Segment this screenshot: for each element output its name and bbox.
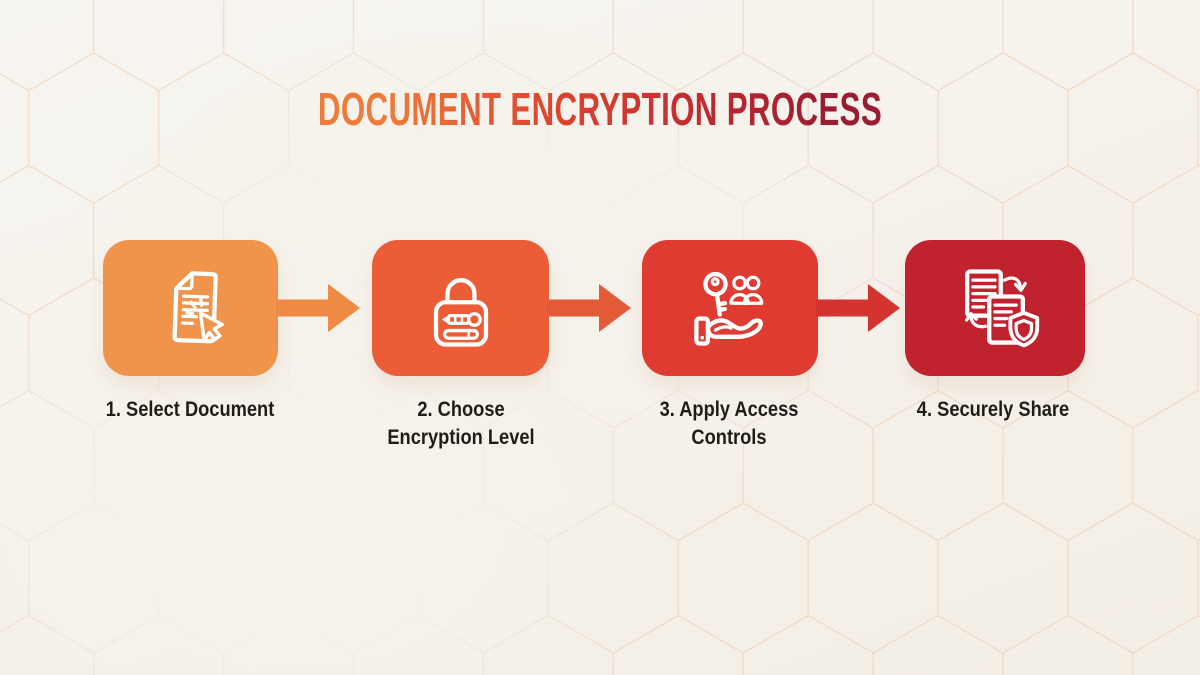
step-label-apply-access: 3. Apply Access Controls <box>659 397 799 450</box>
step-box-select-document <box>103 240 278 376</box>
step-label-securely-share: 4. Securely Share <box>916 397 1070 421</box>
hand-key-access-icon <box>694 271 764 346</box>
step-box-securely-share <box>905 240 1085 376</box>
share-shield-icon <box>965 269 1040 348</box>
flow-arrow-2 <box>547 284 631 332</box>
step-label-select-document: 1. Select Document <box>105 397 275 421</box>
step-box-apply-access <box>642 240 818 376</box>
flow-arrow-3 <box>816 284 900 332</box>
step-label-choose-encryption: 2. Choose Encryption Level <box>387 397 535 450</box>
document-cursor-icon <box>171 271 224 344</box>
step-box-choose-encryption <box>372 240 549 376</box>
page-title: DOCUMENT ENCRYPTION PROCESS <box>192 82 1008 136</box>
flow-arrow-1 <box>276 284 360 332</box>
padlock-icon <box>433 278 488 347</box>
